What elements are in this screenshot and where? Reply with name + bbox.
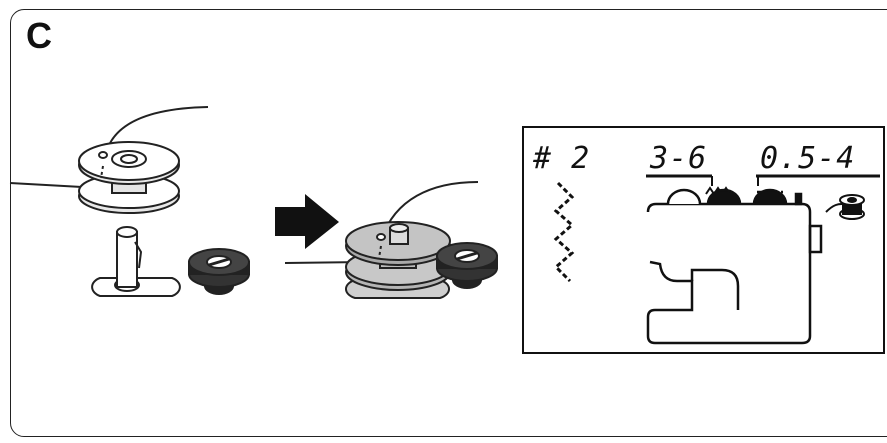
stitch-width-range: 3-6 [649,141,707,176]
bobbin-winder-icon [284,181,479,299]
stitch-length-range: 0.5-4 [760,141,855,176]
arrow-right-icon [275,194,339,249]
bobbin-winding-icon [825,194,865,220]
pattern-number: # 2 [532,141,590,176]
stitch-width-icon [705,186,731,196]
stopper-knob-icon [436,242,498,289]
zigzag-stitch-icon [553,181,575,283]
bobbin-on-spindle-icon [9,106,209,297]
panel-frame [10,9,887,437]
sewing-machine-icon [646,188,823,345]
panel-label: C [26,15,52,56]
lcd-display: # 2 3-6 0.5-4 [522,126,885,354]
stopper-knob-icon [188,248,250,295]
